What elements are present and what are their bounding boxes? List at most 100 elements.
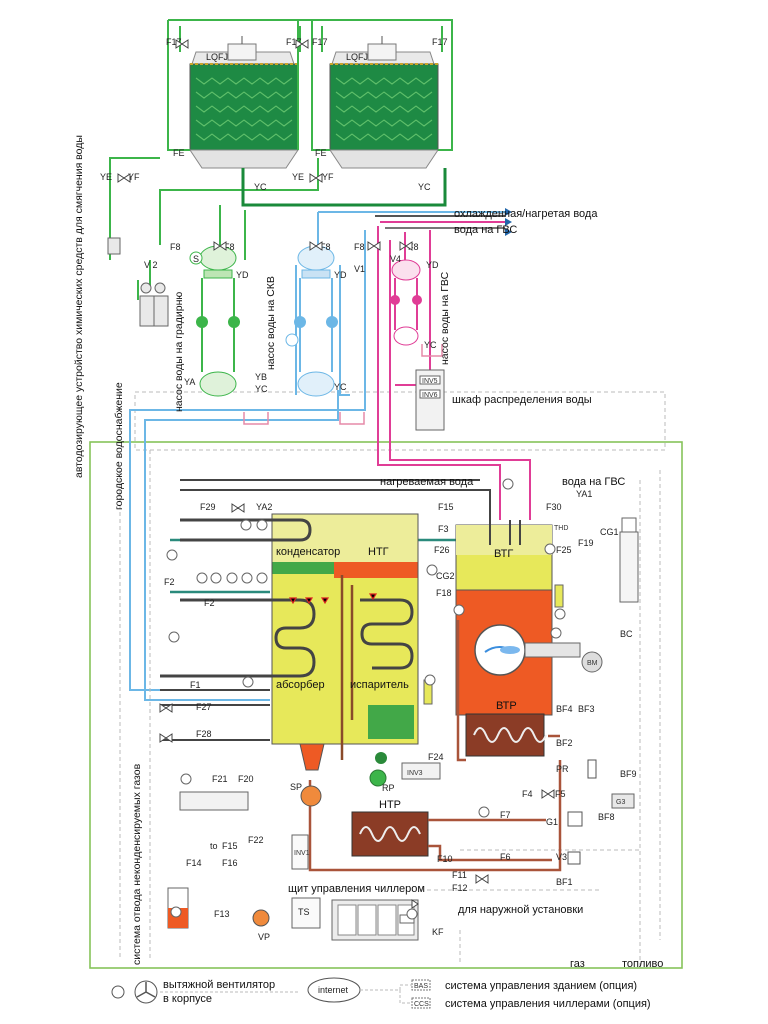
tag-ya1: YA1 xyxy=(576,489,592,499)
tag-vp: VP xyxy=(258,932,270,942)
tag-lqfj: LQFJ xyxy=(206,52,228,62)
label-chilled-hot-water: охлажденная/нагретая вода xyxy=(454,208,598,220)
tag-f10: F10 xyxy=(437,854,453,864)
vlabel-city-water: городское водоснабжение xyxy=(113,382,125,510)
label-dhw-water-right: вода на ГВС xyxy=(562,476,625,488)
tag-bf8: BF8 xyxy=(598,812,615,822)
cooling-water-piping xyxy=(109,19,453,300)
tag-f21: F21 xyxy=(212,774,228,784)
tag-yc: YC xyxy=(254,182,267,192)
tag-v1: V1 xyxy=(354,264,365,274)
tag-f8: F8 xyxy=(224,242,235,252)
tag-yc: YC xyxy=(424,340,437,350)
tag-inv3: INV3 xyxy=(407,770,423,777)
label-outdoor: для наружной установки xyxy=(458,904,583,916)
tag-v2: V 2 xyxy=(144,260,158,270)
fan-icon xyxy=(227,36,257,61)
valve-icons xyxy=(117,39,555,909)
cooling-tower-right xyxy=(329,36,439,169)
tag-f14: F14 xyxy=(186,858,202,868)
tag-f20: F20 xyxy=(238,774,254,784)
tag-ya: YA xyxy=(184,377,195,387)
tag-kf: KF xyxy=(432,927,444,937)
absorber-sump xyxy=(299,743,387,771)
tag-bc: BC xyxy=(620,629,633,639)
chw-pump-assembly xyxy=(285,245,338,397)
tower-supply-main xyxy=(241,168,447,207)
low-temp-regenerator xyxy=(351,811,429,857)
vlabel-chem-dosing: автодозирующее устройство химических сре… xyxy=(73,135,85,478)
label-ltr: НТР xyxy=(379,799,401,811)
badge-bas-text: BAS xyxy=(414,983,428,990)
tag-bf1: BF1 xyxy=(556,877,573,887)
tag-to: to xyxy=(210,841,218,851)
tag-s: S xyxy=(193,254,199,264)
label-ltg: НТГ xyxy=(368,546,389,558)
tag-f13: F13 xyxy=(214,909,230,919)
label-dhw-water: вода на ГВС xyxy=(454,224,517,236)
tag-f19: F19 xyxy=(578,538,594,548)
tag-inv1: INV1 xyxy=(294,850,310,857)
evaporator-coil xyxy=(360,598,414,670)
fan-icon xyxy=(367,36,397,61)
dhw-pump-assembly xyxy=(390,259,422,346)
tag-f22: F22 xyxy=(248,835,264,845)
vlabel-pump-tower: насос воды на градирню xyxy=(173,292,185,412)
tag-f17: F17 xyxy=(312,37,328,47)
spray-heads xyxy=(288,593,378,605)
tag-inv5: INV5 xyxy=(422,378,438,385)
tag-yf: YF xyxy=(322,172,334,182)
tag-f4: F4 xyxy=(522,789,533,799)
tag-yc: YC xyxy=(418,182,431,192)
vlabel-pump-chw: насос воды на СКВ xyxy=(265,276,277,370)
tag-bf2: BF2 xyxy=(556,738,573,748)
tag-cg1: CG1 xyxy=(600,527,619,537)
high-temp-regenerator xyxy=(465,713,547,757)
label-internet: internet xyxy=(318,985,349,995)
vlabel-pump-dhw: насос воды на ГВС xyxy=(439,271,451,365)
tag-inv6: INV6 xyxy=(422,392,438,399)
label-chiller-panel: щит управления чиллером xyxy=(288,883,425,895)
tag-bf3: BF3 xyxy=(578,704,595,714)
tower-pump-assembly xyxy=(189,245,240,397)
tag-f11: F11 xyxy=(452,870,467,880)
sensor-dots xyxy=(166,478,566,920)
chiller-boundary xyxy=(89,441,683,969)
water-cabinet xyxy=(415,369,445,431)
inner-brown-loop xyxy=(340,575,354,760)
label-exhaust-fan-1: вытяжной вентилятор xyxy=(163,979,275,991)
tag-rp: RP xyxy=(382,783,395,793)
chem-dosing-tanks xyxy=(107,237,169,327)
label-absorber: абсорбер xyxy=(276,679,325,691)
tag-f8: F8 xyxy=(320,242,331,252)
tag-lqfj: LQFJ xyxy=(346,52,368,62)
solution-piping xyxy=(308,620,562,872)
tag-f15b: F15 xyxy=(222,841,238,851)
tag-f26: F26 xyxy=(434,545,450,555)
dark-piping xyxy=(160,479,491,741)
tag-ye: YE xyxy=(100,172,112,182)
tag-sp: SP xyxy=(290,782,302,792)
tag-f30: F30 xyxy=(546,502,562,512)
label-condenser: конденсатор xyxy=(276,546,340,558)
legend-lines xyxy=(160,984,412,1004)
tag-f24: F24 xyxy=(428,752,444,762)
high-temp-generator xyxy=(455,520,603,716)
tag-f7: F7 xyxy=(500,810,511,820)
tag-f3: F3 xyxy=(438,524,449,534)
tag-bf9: BF9 xyxy=(620,769,637,779)
tag-f8: F8 xyxy=(354,242,365,252)
tag-yb: YB xyxy=(255,372,267,382)
vlabel-noncond-gas: система отвода неконденсируемых газов xyxy=(131,763,143,965)
label-exhaust-fan-2: в корпусе xyxy=(163,993,212,1005)
tag-fe: FE xyxy=(173,148,185,158)
tag-f12: F12 xyxy=(452,883,468,893)
tag-pr: PR xyxy=(556,764,569,774)
label-gas: газ xyxy=(570,958,585,970)
vacuum-pump xyxy=(252,909,270,927)
tag-bm: BM xyxy=(587,660,598,667)
label-htg: ВТГ xyxy=(494,548,513,560)
tag-yc: YC xyxy=(255,384,268,394)
label-fuel: топливо xyxy=(622,958,663,970)
